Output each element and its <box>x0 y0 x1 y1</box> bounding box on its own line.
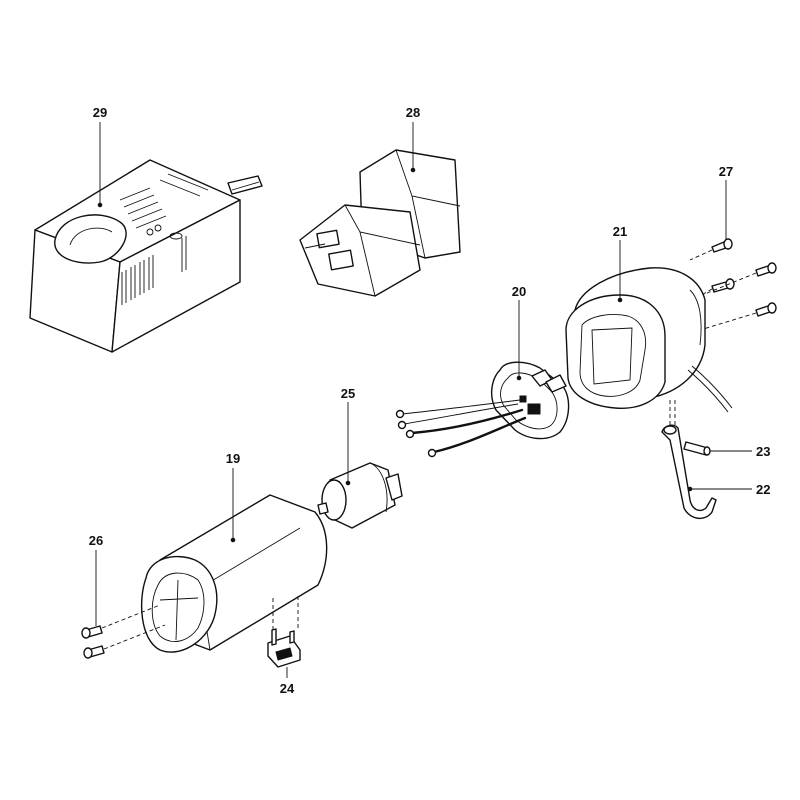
callout-21: 21 <box>613 224 627 239</box>
callout-26: 26 <box>89 533 103 548</box>
part-25-motor <box>317 402 403 529</box>
part-20-terminal-plate <box>395 300 570 458</box>
part-23-pin <box>683 441 752 456</box>
part-22-clip <box>661 424 752 519</box>
callout-20: 20 <box>512 284 526 299</box>
part-26-screws <box>81 550 166 659</box>
callout-27: 27 <box>719 164 733 179</box>
part-27-screws <box>689 180 777 331</box>
part-19-housing <box>141 468 328 653</box>
callout-labels: 29 28 27 21 20 25 23 22 19 26 24 <box>89 105 771 696</box>
part-28-battery <box>299 122 461 297</box>
part-29-charger <box>29 122 263 353</box>
callout-23: 23 <box>756 444 770 459</box>
part-24-switch <box>267 594 301 678</box>
callout-22: 22 <box>756 482 770 497</box>
callout-25: 25 <box>341 386 355 401</box>
callout-19: 19 <box>226 451 240 466</box>
callout-24: 24 <box>280 681 295 696</box>
part-21-rear-housing <box>565 240 733 440</box>
callout-29: 29 <box>93 105 107 120</box>
callout-28: 28 <box>406 105 420 120</box>
